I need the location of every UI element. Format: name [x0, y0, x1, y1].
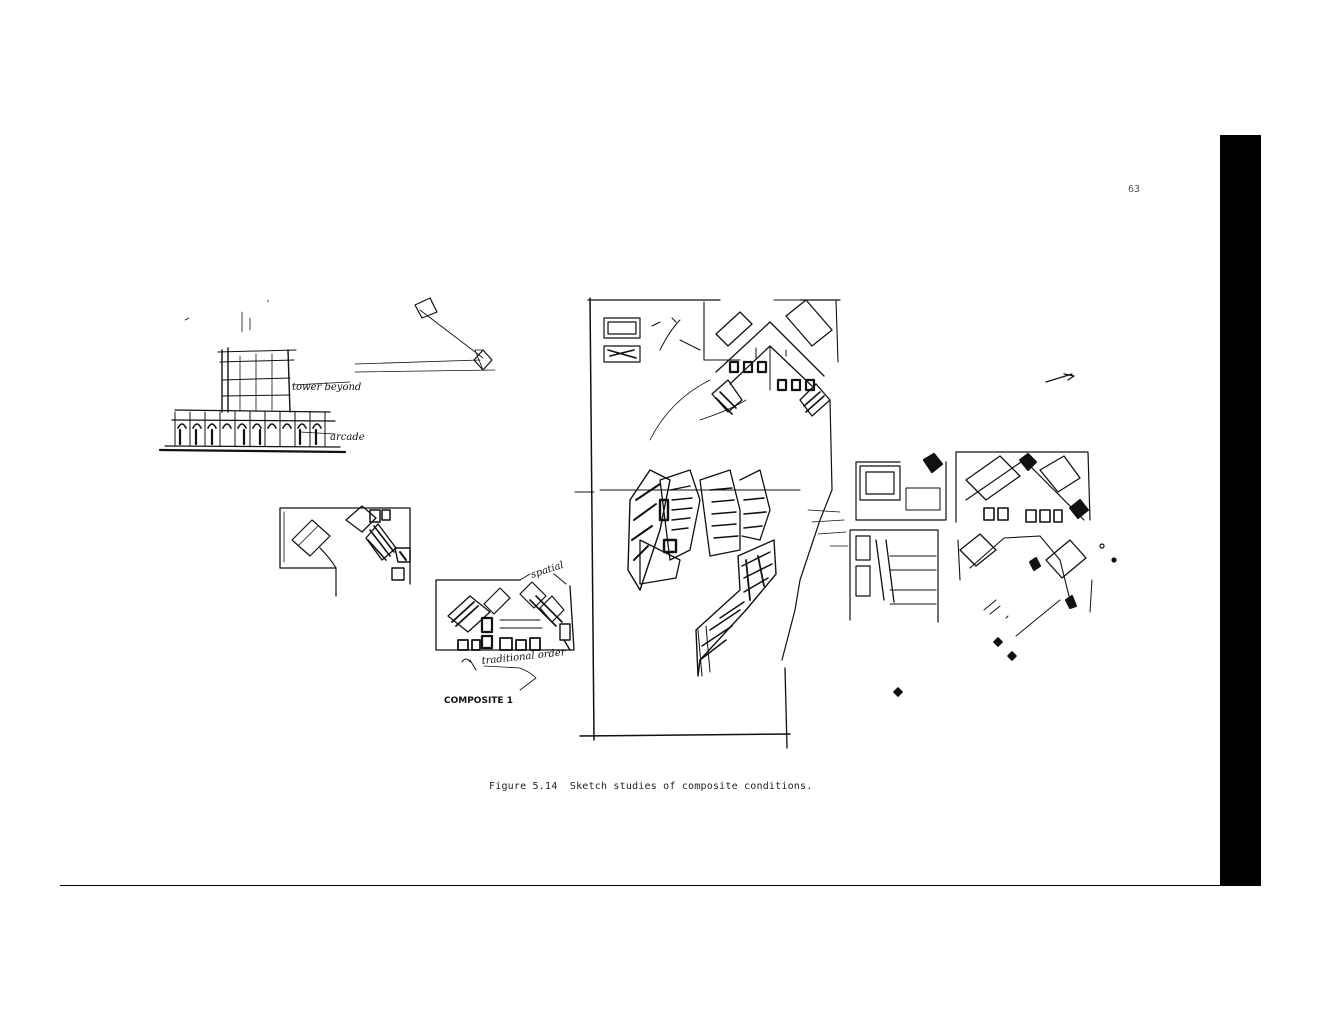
- right-plans-sketch: [807, 373, 1117, 697]
- annotation-tower-beyond: tower beyond: [292, 382, 361, 393]
- central-site-plan-sketch: [574, 297, 841, 749]
- composite-plan-sketch: [435, 573, 575, 691]
- page-edge-bar: [1220, 135, 1261, 886]
- annotation-arcade: arcade: [330, 432, 365, 443]
- page-number: 63: [1128, 184, 1141, 195]
- figure-caption: Figure 5.14 Sketch studies of composite …: [489, 781, 813, 792]
- elevation-sketch: [158, 297, 496, 454]
- annotation-spatial: spatial: [530, 560, 566, 581]
- page-bottom-rule: [60, 885, 1220, 886]
- annotation-composite: COMPOSITE 1: [444, 696, 513, 706]
- small-plan-sketch: [279, 505, 411, 597]
